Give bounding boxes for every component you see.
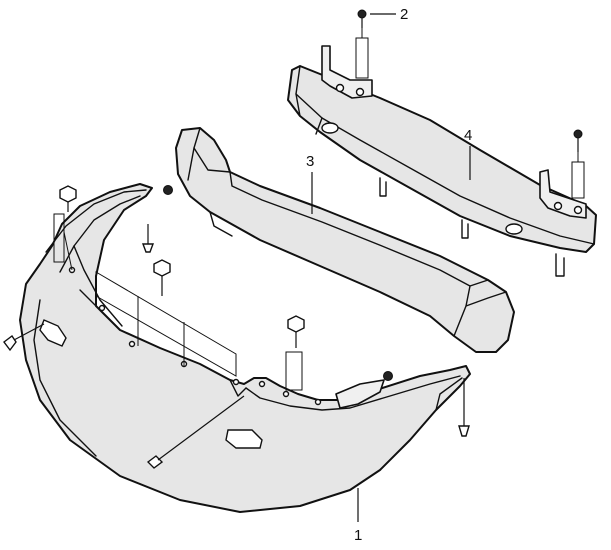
alignment-guide	[571, 152, 585, 199]
alignment-guide	[95, 271, 237, 377]
alignment-guide	[285, 351, 303, 391]
energy-absorber-foam	[175, 127, 515, 353]
nut-icon	[383, 371, 393, 381]
bumper-reinforcement-beam	[287, 45, 597, 277]
nut-icon	[163, 185, 173, 195]
callout-label-4: 4	[464, 127, 472, 144]
clip-icon	[287, 315, 305, 348]
bolt-icon	[357, 9, 367, 28]
callout-label-3: 3	[306, 153, 314, 170]
screw-icon	[141, 224, 155, 253]
clip-icon	[153, 259, 171, 296]
bumper-cover	[19, 183, 471, 513]
bolt-icon	[573, 129, 583, 152]
callout-label-1: 1	[354, 527, 362, 544]
alignment-guide	[355, 28, 369, 79]
alignment-guide	[53, 213, 73, 271]
clip-icon	[59, 185, 77, 212]
callout-label-2: 2	[400, 6, 408, 23]
screw-icon	[146, 395, 245, 469]
screw-icon	[458, 378, 470, 437]
screw-icon	[3, 323, 45, 352]
